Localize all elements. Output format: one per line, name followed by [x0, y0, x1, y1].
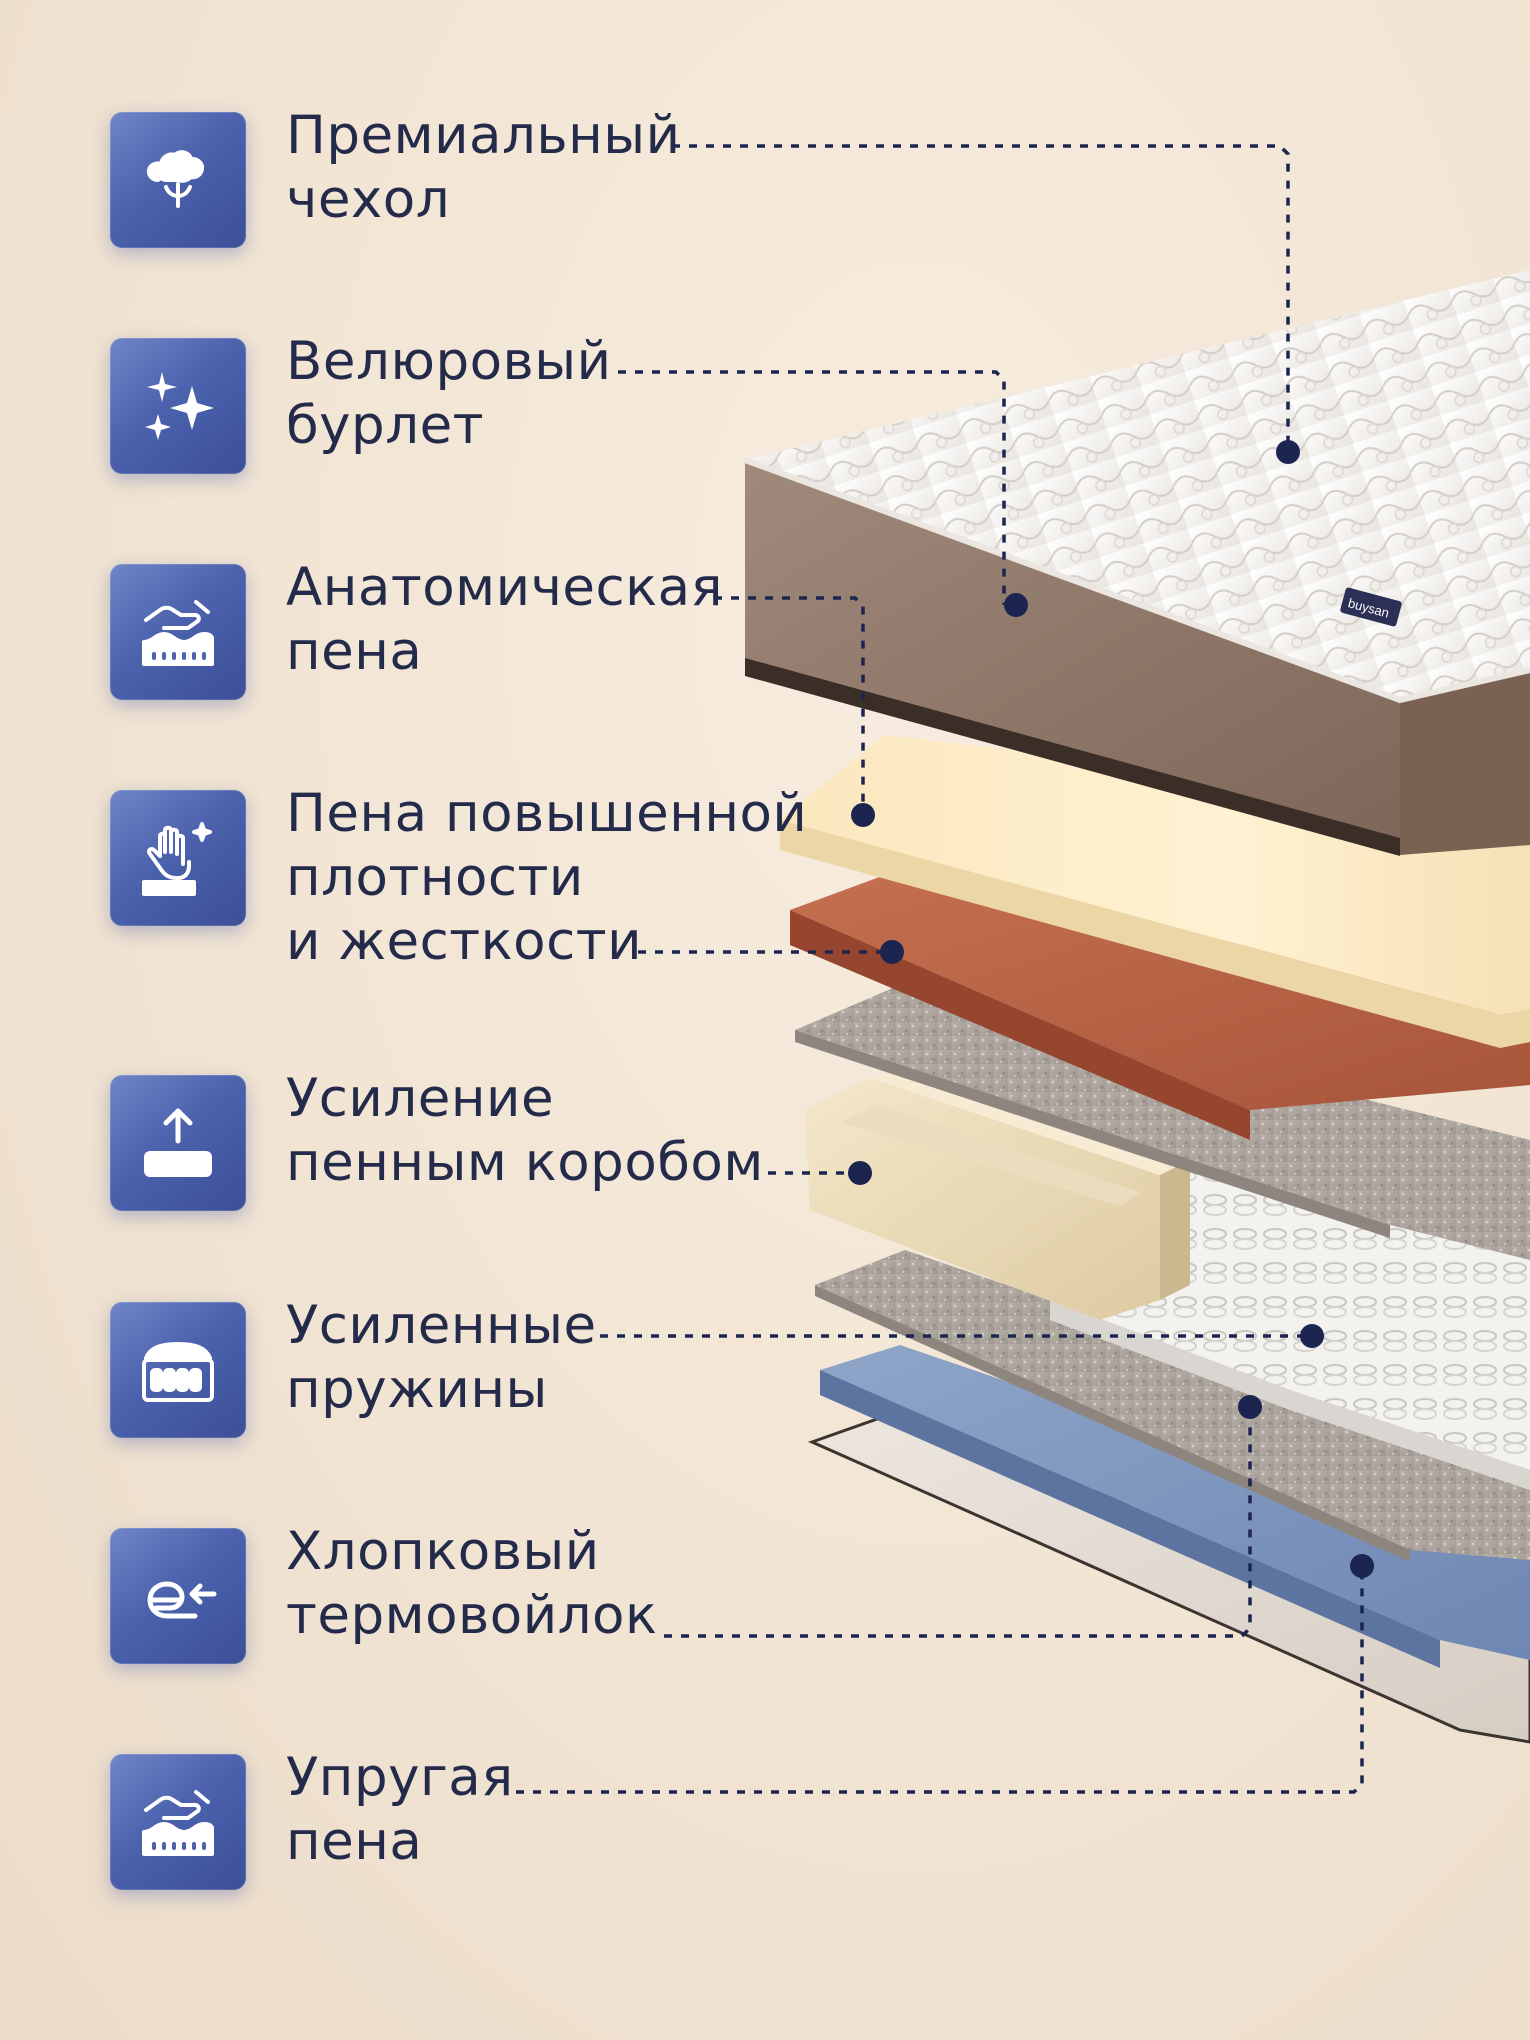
hand-pressing-foam-icon: [110, 1754, 246, 1890]
cotton-flower-icon: [110, 112, 246, 248]
foam-box-frame: [805, 1068, 1190, 1320]
base-fabric-layer: [807, 1416, 1530, 1744]
high-density-foam-layer: [790, 875, 1530, 1140]
leader-thermal-felt: [664, 1407, 1252, 1638]
leader-dots: [848, 440, 1374, 1578]
lower-felt-layer: [815, 1250, 1530, 1562]
leader-elastic-foam: [516, 1566, 1364, 1794]
hand-sparkle-icon: [110, 790, 246, 926]
mattress-top-block: buysan: [743, 270, 1530, 856]
elastic-foam-layer: [820, 1345, 1530, 1668]
upload-arrow-box-icon: [110, 1075, 246, 1211]
leader-lines: [516, 144, 1364, 1794]
thermal-felt-icon: [110, 1528, 246, 1664]
leader-premium-cover: [672, 144, 1290, 452]
leader-anatomical-foam: [714, 596, 865, 815]
sparkles-icon: [110, 338, 246, 474]
upper-felt-layer: [795, 985, 1530, 1260]
hand-pressing-foam-icon: [110, 564, 246, 700]
leader-velour-border: [618, 370, 1006, 605]
spring-block-icon: [110, 1302, 246, 1438]
